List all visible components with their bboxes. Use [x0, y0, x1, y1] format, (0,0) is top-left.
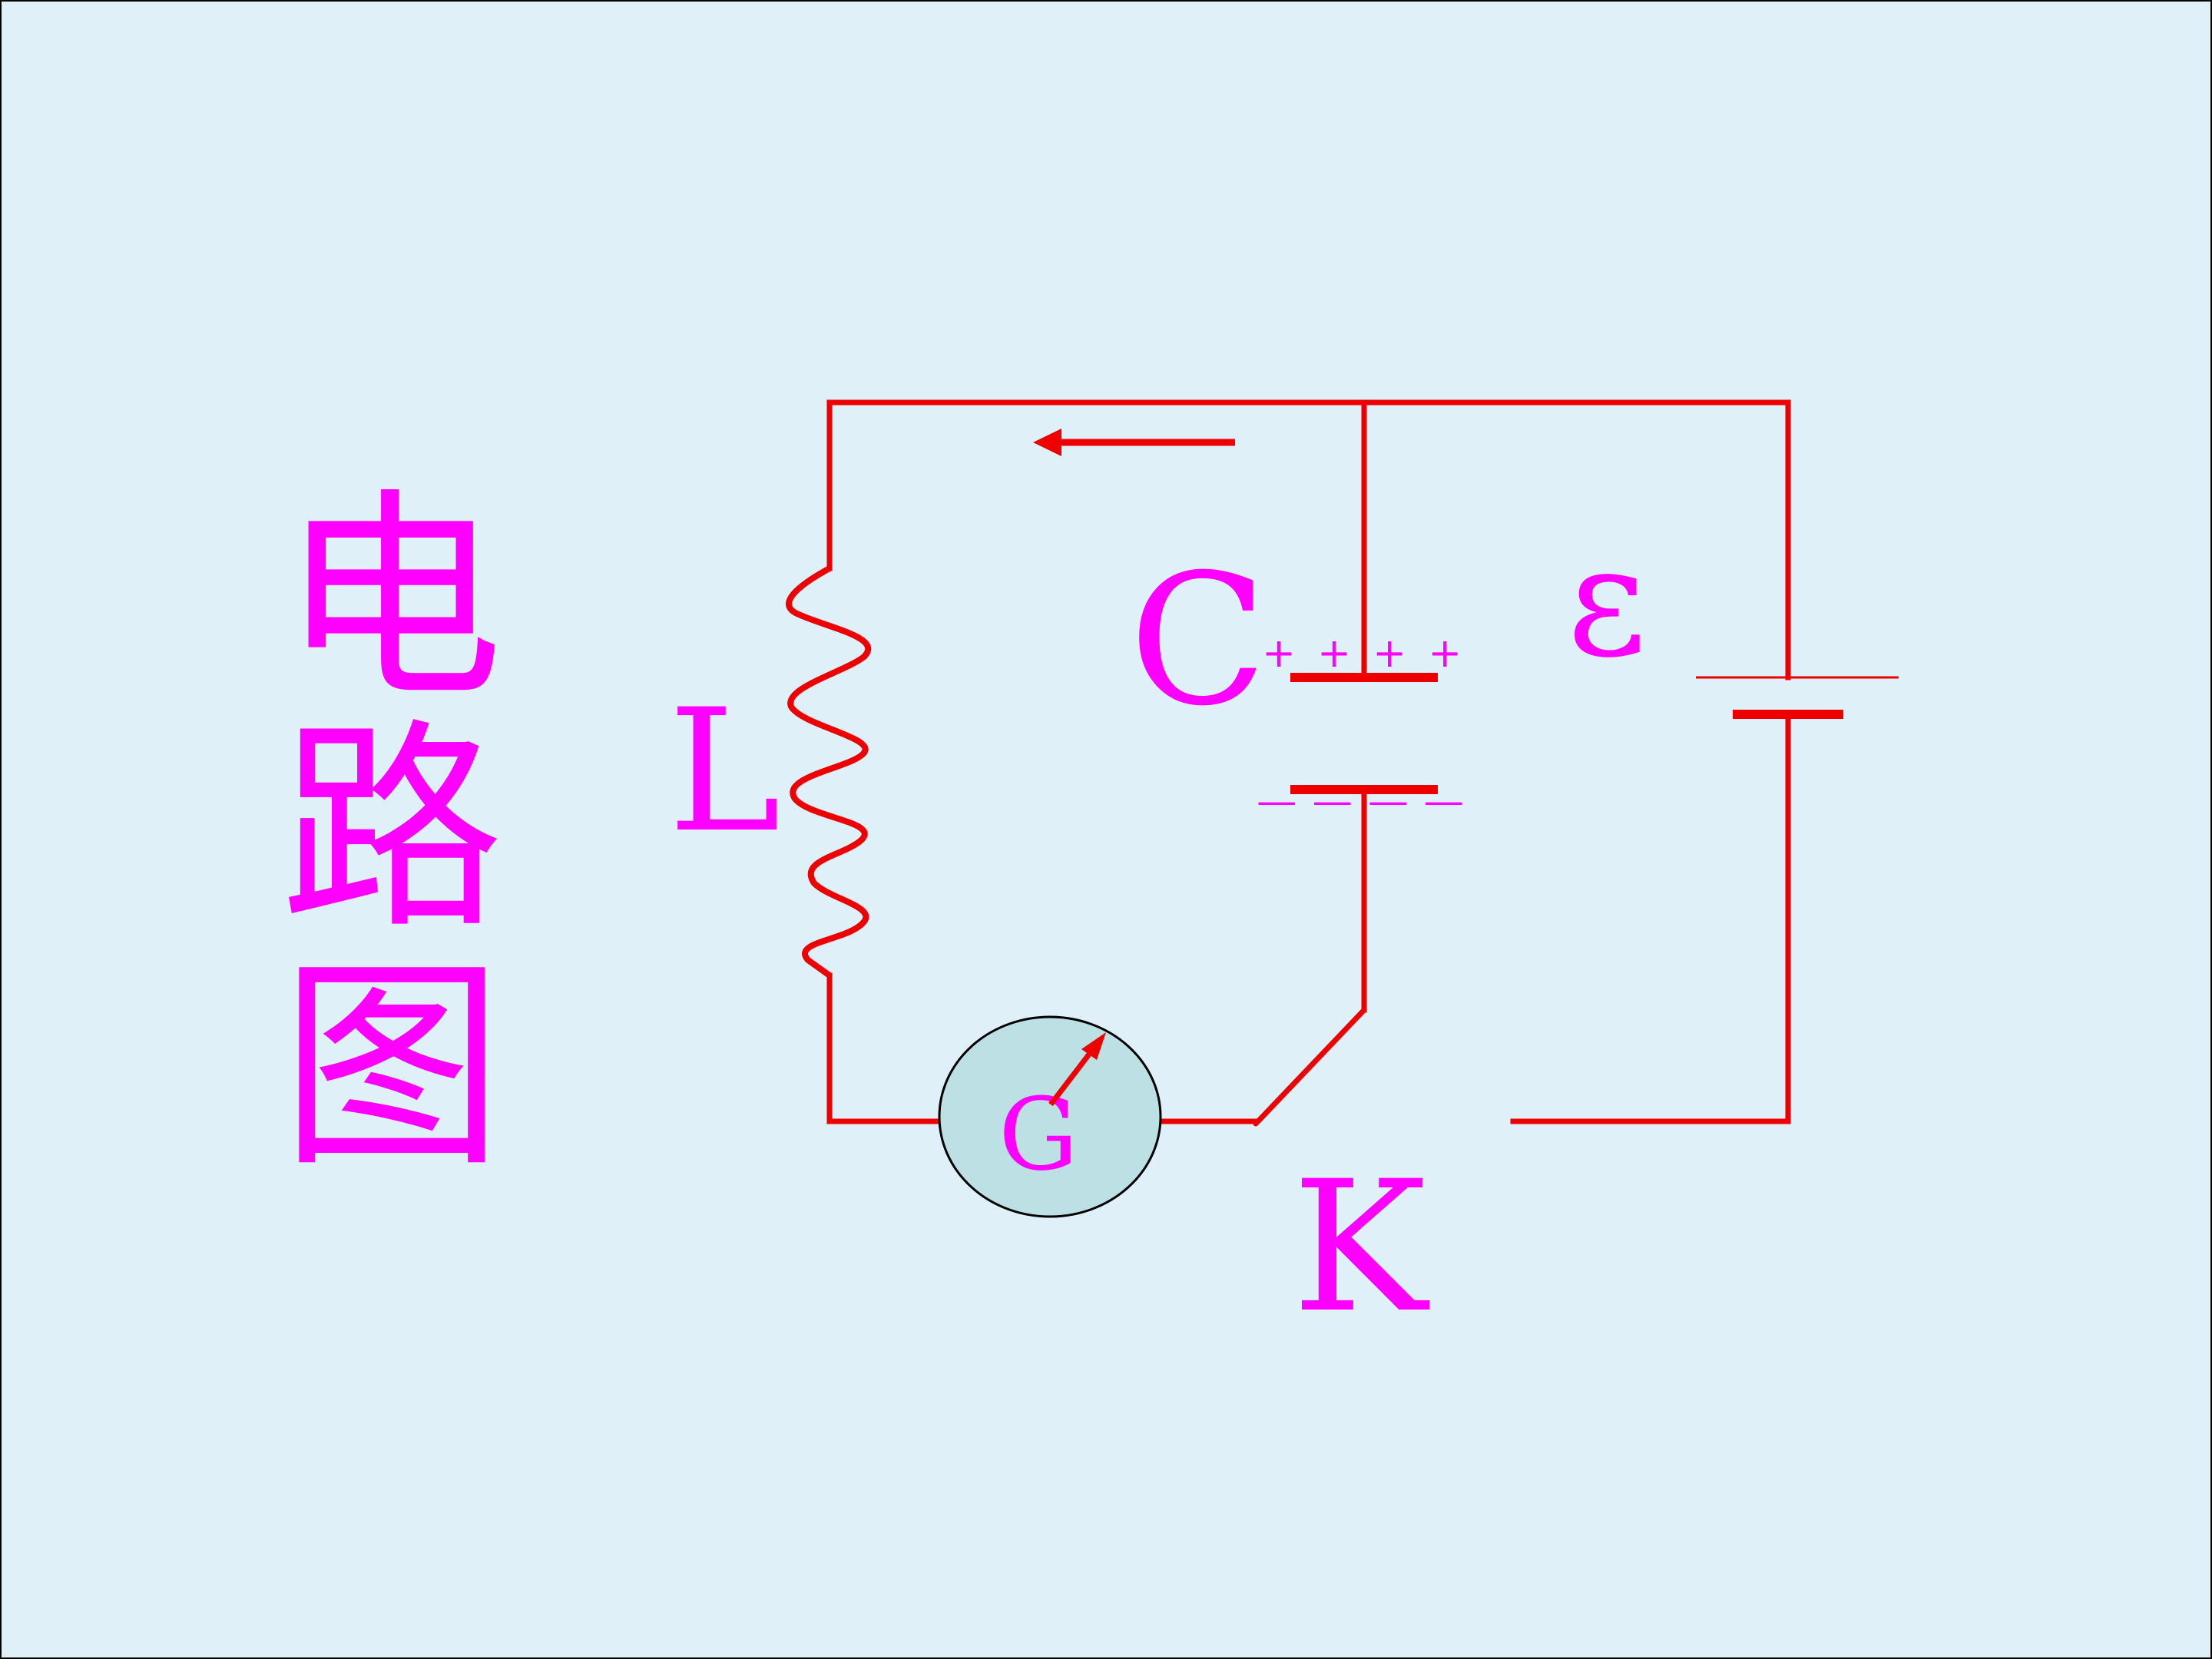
galvanometer-needle	[1048, 1050, 1093, 1107]
inductor-coil	[786, 565, 872, 979]
title-char-2: 路	[280, 700, 503, 959]
inductor-label: L	[668, 673, 780, 869]
galvanometer-body	[938, 1015, 1162, 1218]
switch-blade	[1253, 1007, 1367, 1127]
galvanometer: G	[938, 1015, 1162, 1218]
capacitor-label: C	[1129, 536, 1267, 746]
capacitor-negative-charges: — — — —	[1257, 778, 1465, 824]
wires	[826, 399, 1791, 1124]
current-arrow	[1033, 429, 1235, 456]
galvanometer-needle-tip	[1081, 1032, 1106, 1060]
switch-label: K	[1292, 1143, 1430, 1353]
title: 电 路 图	[280, 470, 503, 1197]
emf-label: ε	[1567, 512, 1647, 691]
title-char-3: 图	[280, 939, 503, 1197]
galvanometer-label: G	[998, 1076, 1078, 1193]
title-char-1: 电	[280, 470, 503, 729]
capacitor-positive-charges: + + + +	[1262, 631, 1466, 677]
